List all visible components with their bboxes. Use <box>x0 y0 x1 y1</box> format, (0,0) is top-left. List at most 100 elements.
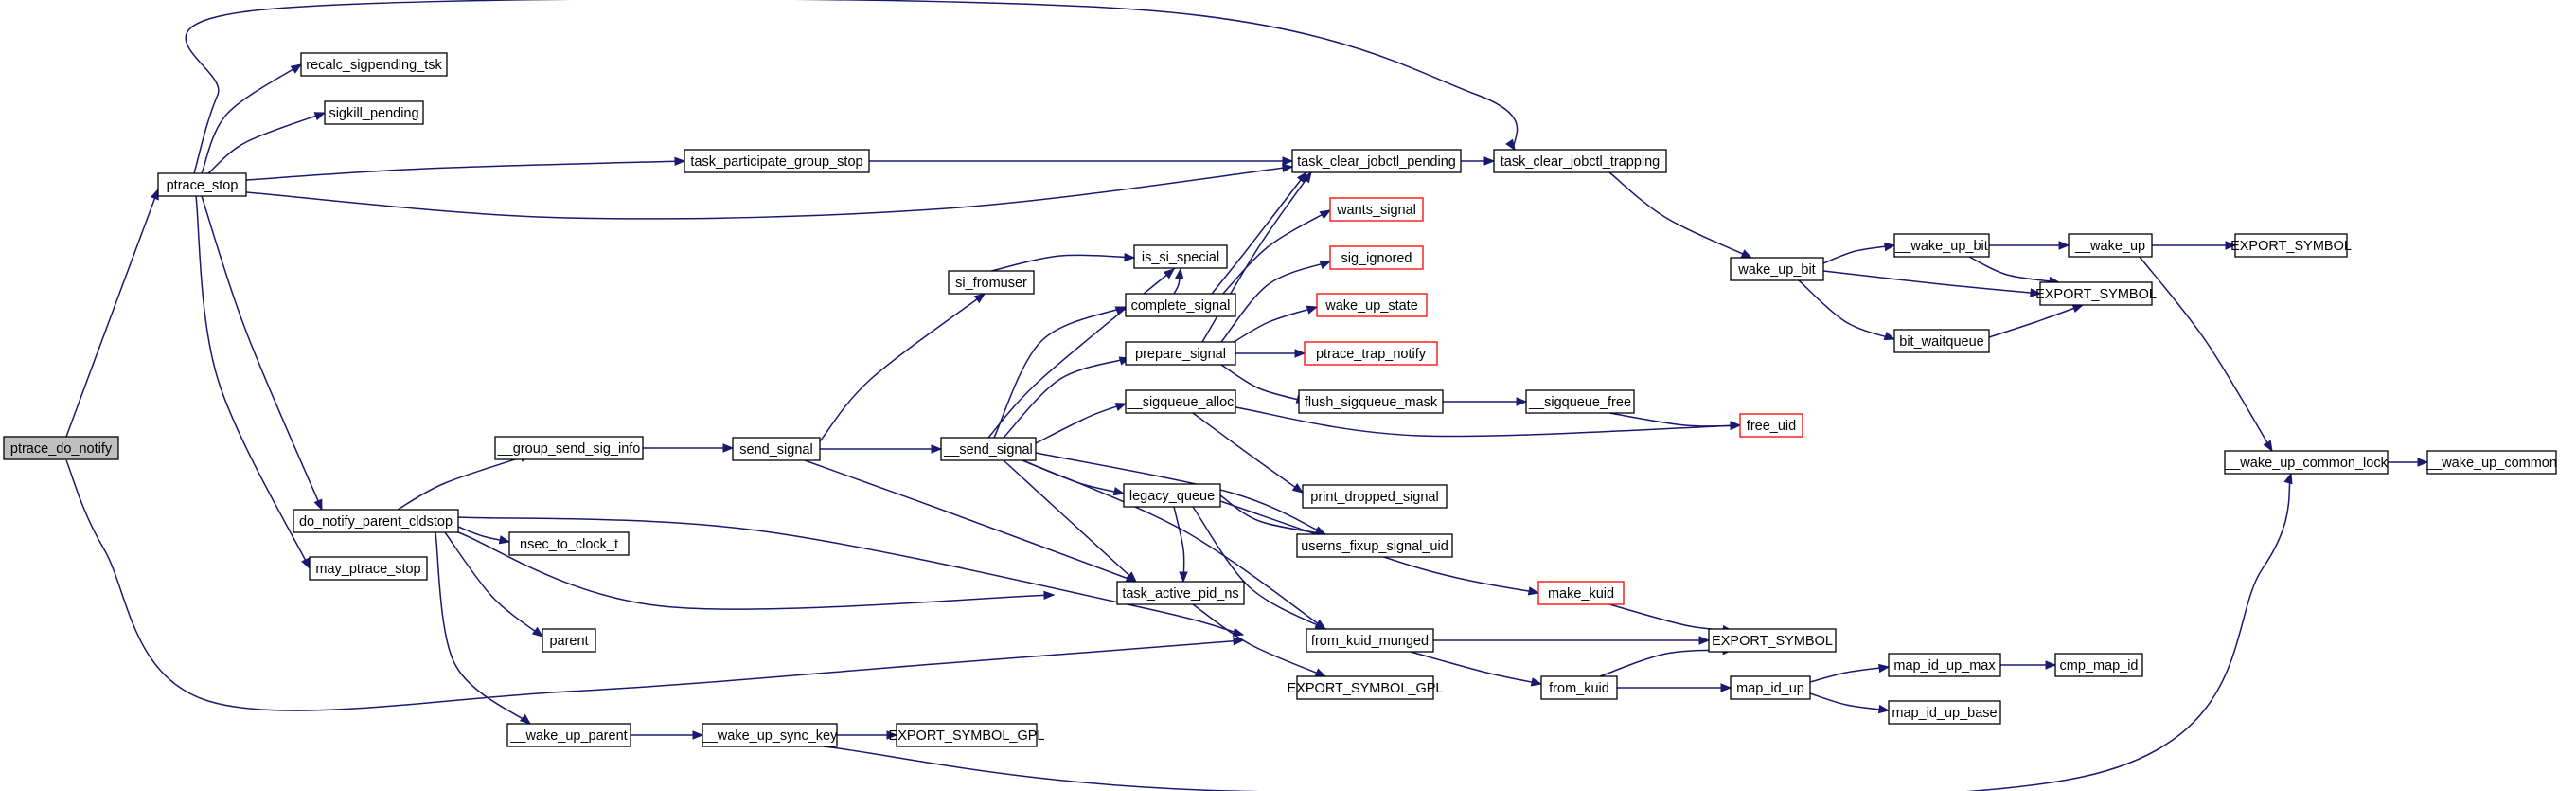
node-recalc-sigpending-tsk[interactable]: recalc_sigpending_tsk <box>300 52 448 77</box>
node-free-uid[interactable]: free_uid <box>1739 413 1803 438</box>
node-box[interactable] <box>542 628 596 653</box>
node-ptrace-trap-notify[interactable]: ptrace_trap_notify <box>1304 341 1438 366</box>
node-EXPORT-SYMBOL-1[interactable]: EXPORT_SYMBOL <box>2230 233 2352 258</box>
node-box[interactable] <box>1298 389 1444 414</box>
node---sigqueue-free[interactable]: __sigqueue_free <box>1525 389 1635 414</box>
node-box[interactable] <box>2426 450 2557 475</box>
node-task-active-pid-ns[interactable]: task_active_pid_ns <box>1116 581 1245 605</box>
node-box[interactable] <box>2234 233 2348 258</box>
node---wake-up-common-lock[interactable]: __wake_up_common_lock <box>2224 450 2389 475</box>
node-send-signal[interactable]: send_signal <box>732 437 821 461</box>
node-box[interactable] <box>2068 233 2153 258</box>
node-box[interactable] <box>293 509 459 533</box>
node-box[interactable] <box>1316 293 1428 317</box>
node-box[interactable] <box>1730 257 1824 281</box>
node-ptrace-stop[interactable]: ptrace_stop <box>157 172 247 197</box>
node-userns-fixup-signal-uid[interactable]: userns_fixup_signal_uid <box>1296 533 1453 558</box>
node-box[interactable] <box>1133 244 1228 269</box>
node-box[interactable] <box>3 436 119 460</box>
node-si-fromuser[interactable]: si_fromuser <box>948 270 1035 295</box>
node-box[interactable] <box>684 149 870 173</box>
node-legacy-queue[interactable]: legacy_queue <box>1123 483 1221 508</box>
node-is-si-special[interactable]: is_si_special <box>1133 244 1228 269</box>
node---wake-up-bit[interactable]: __wake_up_bit <box>1893 233 1990 258</box>
node-wake-up-state[interactable]: wake_up_state <box>1316 293 1428 317</box>
node-box[interactable] <box>1708 628 1837 653</box>
node-box[interactable] <box>1525 389 1635 414</box>
node-box[interactable] <box>2039 281 2153 306</box>
node-box[interactable] <box>309 556 428 581</box>
node-wake-up-bit[interactable]: wake_up_bit <box>1730 257 1824 281</box>
node-wants-signal[interactable]: wants_signal <box>1329 197 1424 222</box>
node-box[interactable] <box>2054 653 2143 677</box>
node-box[interactable] <box>494 436 644 460</box>
node-box[interactable] <box>940 437 1037 461</box>
node-from-kuid[interactable]: from_kuid <box>1540 675 1618 700</box>
node-EXPORT-SYMBOL-2[interactable]: EXPORT_SYMBOL <box>2035 281 2157 306</box>
node-box[interactable] <box>1537 581 1625 605</box>
node-bit-waitqueue[interactable]: bit_waitqueue <box>1893 329 1990 353</box>
node-sigkill-pending[interactable]: sigkill_pending <box>324 100 424 125</box>
node-box[interactable] <box>1730 675 1811 700</box>
node-box[interactable] <box>1739 413 1803 438</box>
node-box[interactable] <box>506 723 631 747</box>
node---sigqueue-alloc[interactable]: __sigqueue_alloc <box>1125 389 1236 414</box>
node---send-signal[interactable]: __send_signal <box>940 437 1037 461</box>
node-box[interactable] <box>1125 293 1236 317</box>
node-complete-signal[interactable]: complete_signal <box>1125 293 1236 317</box>
node-box[interactable] <box>1296 675 1434 700</box>
node-box[interactable] <box>1493 149 1667 173</box>
node-box[interactable] <box>1116 581 1245 605</box>
node-task-clear-jobctl-pending[interactable]: task_clear_jobctl_pending <box>1291 149 1462 173</box>
node-make-kuid[interactable]: make_kuid <box>1537 581 1625 605</box>
node-map-id-up-max[interactable]: map_id_up_max <box>1888 653 2001 677</box>
node-box[interactable] <box>324 100 424 125</box>
node---wake-up-parent[interactable]: __wake_up_parent <box>506 723 631 747</box>
node-prepare-signal[interactable]: prepare_signal <box>1125 341 1236 366</box>
node-cmp-map-id[interactable]: cmp_map_id <box>2054 653 2143 677</box>
node-flush-sigqueue-mask[interactable]: flush_sigqueue_mask <box>1298 389 1444 414</box>
node-task-participate-group-stop[interactable]: task_participate_group_stop <box>684 149 870 173</box>
node-box[interactable] <box>1125 341 1236 366</box>
node-task-clear-jobctl-trapping[interactable]: task_clear_jobctl_trapping <box>1493 149 1667 173</box>
node-EXPORT-SYMBOL-GPL-1[interactable]: EXPORT_SYMBOL_GPL <box>1288 675 1444 700</box>
node-box[interactable] <box>1125 389 1236 414</box>
node-box[interactable] <box>1329 245 1424 270</box>
node-box[interactable] <box>1302 484 1448 509</box>
node-from-kuid-munged[interactable]: from_kuid_munged <box>1306 628 1434 653</box>
node-box[interactable] <box>702 723 838 747</box>
node-EXPORT-SYMBOL-GPL-2[interactable]: EXPORT_SYMBOL_GPL <box>889 723 1045 747</box>
node-box[interactable] <box>732 437 821 461</box>
node-print-dropped-signal[interactable]: print_dropped_signal <box>1302 484 1448 509</box>
node-box[interactable] <box>1304 341 1438 366</box>
node-box[interactable] <box>1123 483 1221 508</box>
node-sig-ignored[interactable]: sig_ignored <box>1329 245 1424 270</box>
node-box[interactable] <box>300 52 448 77</box>
node-box[interactable] <box>157 172 247 197</box>
node-do-notify-parent-cldstop[interactable]: do_notify_parent_cldstop <box>293 509 459 533</box>
node---wake-up-sync-key[interactable]: __wake_up_sync_key <box>702 723 838 747</box>
node-box[interactable] <box>1329 197 1424 222</box>
node-may-ptrace-stop[interactable]: may_ptrace_stop <box>309 556 428 581</box>
node-box[interactable] <box>1888 700 2001 725</box>
node-box[interactable] <box>508 531 630 556</box>
node-box[interactable] <box>2224 450 2389 475</box>
node-ptrace-do-notify[interactable]: ptrace_do_notify <box>3 436 119 460</box>
node-box[interactable] <box>1540 675 1618 700</box>
node-nsec-to-clock-t[interactable]: nsec_to_clock_t <box>508 531 630 556</box>
node-box[interactable] <box>1306 628 1434 653</box>
node-EXPORT-SYMBOL-3[interactable]: EXPORT_SYMBOL <box>1708 628 1837 653</box>
node-parent[interactable]: parent <box>542 628 596 653</box>
node---wake-up-common[interactable]: __wake_up_common <box>2425 450 2557 475</box>
node-box[interactable] <box>1291 149 1462 173</box>
node-map-id-up[interactable]: map_id_up <box>1730 675 1811 700</box>
node-box[interactable] <box>1893 329 1990 353</box>
node-box[interactable] <box>1296 533 1453 558</box>
node-box[interactable] <box>1893 233 1990 258</box>
node-map-id-up-base[interactable]: map_id_up_base <box>1888 700 2001 725</box>
node---group-send-sig-info[interactable]: __group_send_sig_info <box>494 436 644 460</box>
node-box[interactable] <box>948 270 1035 295</box>
node---wake-up[interactable]: __wake_up <box>2068 233 2153 258</box>
node-box[interactable] <box>1888 653 2001 677</box>
node-box[interactable] <box>896 723 1038 747</box>
